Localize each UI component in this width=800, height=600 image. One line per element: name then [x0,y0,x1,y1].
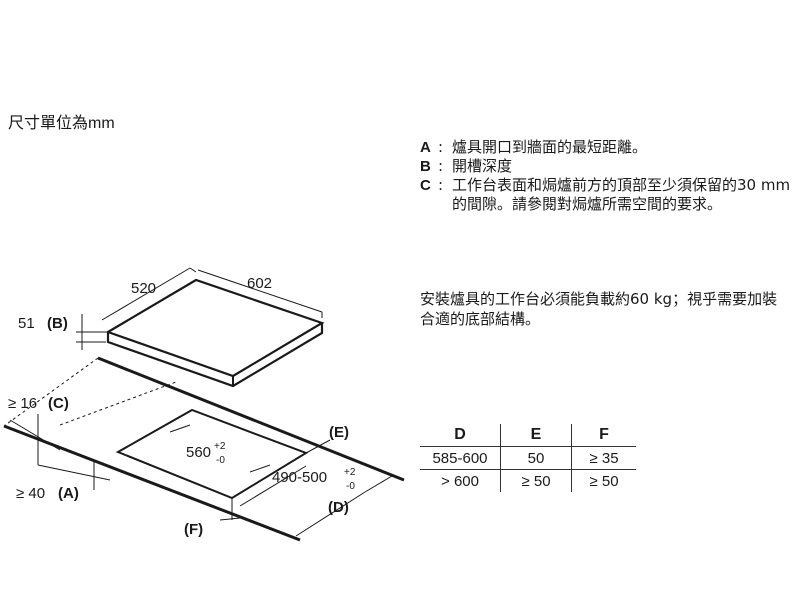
legend-item-a: A : 爐具開口到牆面的最短距離。 [420,138,800,157]
hob-height-label: 51 [18,315,35,332]
cutout-width-label: 490-500 [272,469,327,486]
legend: A : 爐具開口到牆面的最短距離。 B : 開槽深度 C : 工作台表面和焗爐前… [420,138,800,214]
title-text: 尺寸單位為 [8,113,89,132]
legend-letter: A [420,139,431,156]
legend-sep: : [438,138,444,156]
legend-letter: B [420,158,431,175]
hob-depth-label: 520 [131,280,156,297]
legend-letter: C [420,177,431,194]
cutout-depth-tol-minus: -0 [216,455,225,466]
header-f: F [571,424,636,447]
table-cell: ≥ 50 [500,469,572,492]
clearance-table: D E F 585-600 50 ≥ 35 > 600 ≥ 50 ≥ 50 [420,424,636,492]
hob-drawing [76,267,325,388]
header-d: D [420,424,501,447]
legend-text: 開槽深度 [452,157,513,175]
table-header-row: D E F [420,424,636,447]
header-e: E [500,424,572,447]
label-a: (A) [58,485,79,502]
label-c: (C) [48,395,69,412]
page-title: 尺寸單位為mm [8,109,115,133]
cutout-width-tol-plus: +2 [344,467,356,478]
legend-item-c: C : 工作台表面和焗爐前方的頂部至少須保留的30 mm的間隙。請參閱對焗爐所需… [420,176,800,214]
label-e: (E) [329,424,349,441]
legend-item-b: B : 開槽深度 [420,157,800,176]
table-cell: ≥ 35 [571,446,636,470]
table-row: > 600 ≥ 50 ≥ 50 [420,469,636,492]
cutout-depth-label: 560 [186,444,211,461]
cutout-depth-tol-plus: +2 [214,441,226,452]
installation-diagram: 520 602 51 (B) ≥ 16 (C) ≥ 40 (A) 560 +2 … [3,267,405,542]
hob-width-label: 602 [247,275,272,292]
label-f: (F) [184,521,203,538]
legend-sep: : [438,157,444,175]
table-row: 585-600 50 ≥ 35 [420,446,636,470]
label-d: (D) [328,499,349,516]
label-b: (B) [47,315,68,332]
table-cell: 50 [500,446,572,470]
table-cell: > 600 [441,472,479,490]
legend-sep: : [438,176,444,194]
table-cell: ≥ 50 [571,469,636,492]
legend-text: 工作台表面和焗爐前方的頂部至少須保留的30 mm的間隙。請參閱對焗爐所需空間的要… [452,176,791,213]
worktop-drawing [3,356,405,542]
cutout-width-tol-minus: -0 [346,481,355,492]
min-c-label: ≥ 16 [8,395,37,412]
legend-text: 爐具開口到牆面的最短距離。 [452,138,648,156]
table-cell: 585-600 [420,446,501,470]
load-note: 安裝爐具的工作台必須能負載約60 kg；視乎需要加裝合適的底部結構。 [420,290,778,328]
title-unit: mm [88,115,115,132]
min-a-label: ≥ 40 [16,485,45,502]
